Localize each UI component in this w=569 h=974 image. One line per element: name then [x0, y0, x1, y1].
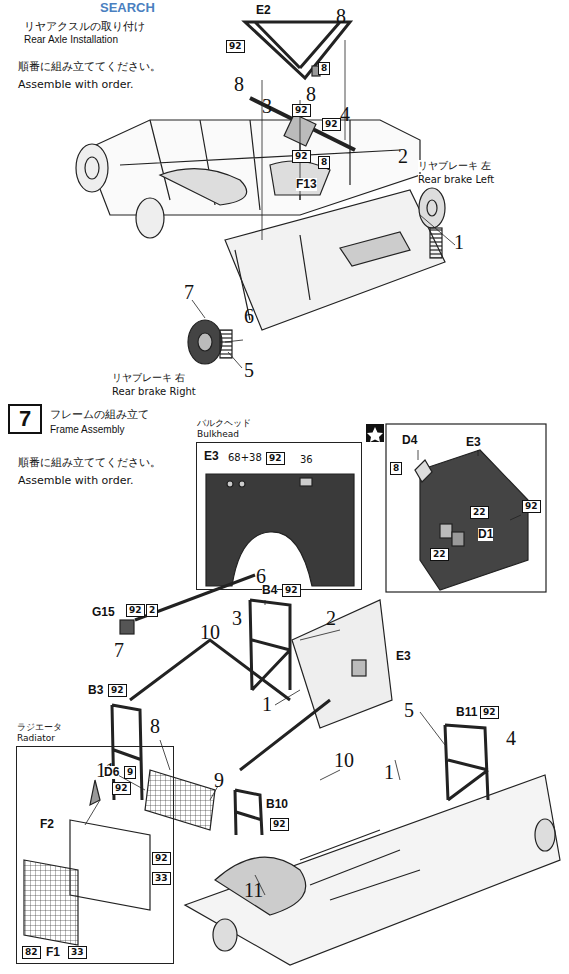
paint-code-box: 92	[266, 452, 285, 465]
part-code: D1	[478, 528, 493, 541]
inset-panel: ラジエータ Radiator	[16, 722, 174, 964]
paint-code-box: 8	[318, 156, 330, 169]
part-code: D4	[402, 434, 417, 447]
part-code: F2	[40, 818, 54, 831]
callout-number: 8	[150, 716, 160, 736]
part-code: F1	[46, 946, 60, 959]
callout-number: 1	[454, 232, 464, 252]
step-heading: Frame Assembly	[50, 424, 124, 436]
paint-code-box: 92	[226, 40, 245, 53]
paint-code-box: 22	[430, 548, 449, 561]
part-code: B4	[262, 584, 277, 597]
watermark: SEARCH	[100, 0, 155, 15]
part-name: Rear brake Left	[418, 174, 494, 186]
part-code: F13	[296, 178, 317, 191]
part-code: E3	[204, 450, 219, 463]
star-marker	[366, 424, 384, 442]
paint-code-box: 92	[282, 584, 301, 597]
paint-code-box: 8	[390, 462, 402, 475]
callout-number: 10	[334, 750, 354, 770]
paint-code-box: 92	[112, 782, 131, 795]
paint-code-box: 92	[126, 604, 145, 617]
paint-code-box: 92	[322, 118, 341, 131]
step-heading: リヤアクスルの取り付け	[24, 20, 145, 33]
star-symbol	[367, 427, 383, 442]
part-name: リヤブレーキ 左	[418, 160, 491, 172]
paint-code-box: 92	[270, 818, 289, 831]
callout-number: 7	[184, 282, 194, 302]
part-code: E3	[396, 650, 411, 663]
paint-code-box: 92	[522, 500, 541, 513]
callout-number: 1	[384, 762, 394, 782]
part-name: Rear brake Right	[112, 386, 196, 398]
paint-code-box: 92	[480, 706, 499, 719]
inset-heading: ラジエータ Radiator	[16, 722, 88, 744]
callout-number: 4	[506, 728, 516, 748]
callout-number: 4	[340, 104, 350, 124]
paint-code-box: 2	[146, 604, 158, 617]
step-heading: Rear Axle Installation	[24, 34, 118, 46]
callout-number: 5	[404, 700, 414, 720]
callout-number: 8	[336, 6, 346, 26]
paint-code-box: 22	[470, 506, 489, 519]
paint-code-box: 92	[152, 852, 171, 865]
callout-number: 5	[244, 360, 254, 380]
paint-code-box: 9	[124, 766, 136, 779]
bulkhead-drawing	[206, 474, 354, 586]
callout-number: 2	[326, 608, 336, 628]
callout-number: 11	[244, 880, 263, 900]
callout-number: 6	[244, 306, 254, 326]
callout-number: 3	[232, 608, 242, 628]
inset-frame	[16, 746, 174, 964]
paint-code-box: 8	[318, 62, 330, 75]
callout-number: 9	[214, 770, 224, 790]
part-name: 68+38	[228, 452, 262, 464]
part-code: E2	[256, 4, 271, 17]
instruction-text: Assemble with order.	[18, 78, 133, 91]
step-number-box: 7	[8, 404, 42, 434]
paint-code-box: 92	[292, 150, 311, 163]
step-number: 7	[10, 406, 40, 432]
part-code: G15	[92, 606, 115, 619]
frame-assembly-illustration	[112, 575, 560, 965]
inset-heading: バルクヘッド Bulkhead	[196, 418, 268, 440]
callout-number: 1	[262, 694, 272, 714]
instruction-text: Assemble with order.	[18, 474, 133, 487]
part-code: B11	[456, 706, 477, 719]
paint-code-box: 33	[152, 872, 171, 885]
part-code: B3	[88, 684, 103, 697]
part-name: 36	[300, 454, 313, 466]
callout-number: 2	[398, 146, 408, 166]
part-code: E3	[466, 436, 481, 449]
part-name: リヤブレーキ 右	[112, 372, 185, 384]
callout-number: 8	[306, 84, 316, 104]
paint-code-box: 92	[292, 104, 311, 117]
paint-code-box: 33	[68, 946, 87, 959]
callout-number: 10	[200, 622, 220, 642]
paint-code-box: 92	[108, 684, 127, 697]
step-heading: フレームの組み立て	[50, 408, 149, 421]
instruction-text: 順番に組み立ててください。	[18, 60, 161, 73]
radiator-inset-drawing	[24, 780, 150, 945]
rear-axle-illustration	[76, 22, 455, 368]
instruction-text: 順番に組み立ててください。	[18, 456, 161, 469]
callout-number: 8	[234, 74, 244, 94]
part-code: D6	[104, 766, 119, 779]
callout-number: 6	[256, 566, 266, 586]
callout-number: 3	[262, 96, 272, 116]
part-code: B10	[266, 798, 288, 811]
inset-panel: バルクヘッド Bulkhead	[196, 418, 362, 590]
paint-code-box: 82	[22, 946, 41, 959]
callout-number: 7	[114, 640, 124, 660]
star-inset	[386, 424, 546, 592]
